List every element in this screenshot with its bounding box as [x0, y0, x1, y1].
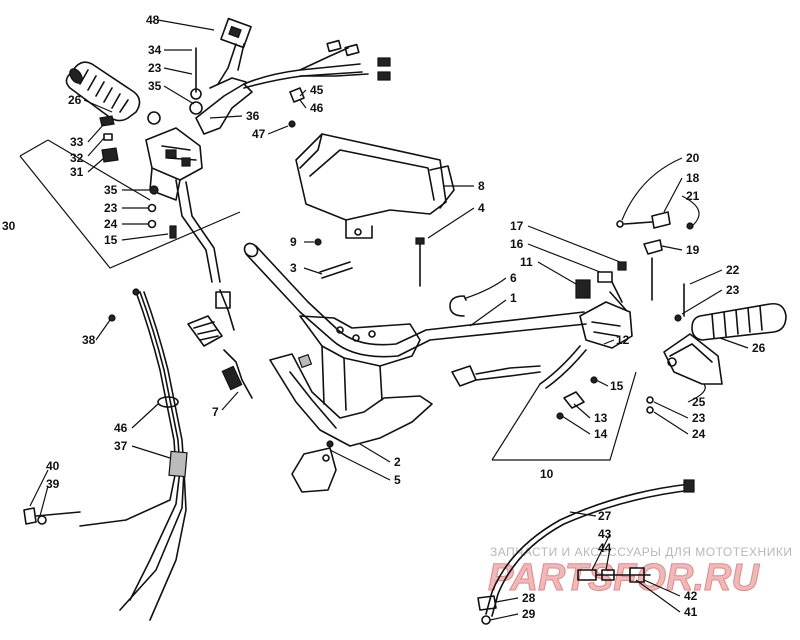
wire-harness [243, 39, 391, 128]
callout-23: 23 [148, 61, 162, 75]
callout-15: 15 [104, 233, 118, 247]
callout-28: 28 [522, 591, 536, 605]
adjuster-nuts [23, 507, 81, 525]
mounting-plate [291, 440, 337, 493]
callout-31: 31 [70, 165, 84, 179]
callout-33: 33 [70, 135, 84, 149]
circlip [449, 295, 467, 317]
callout-46: 46 [310, 101, 324, 115]
callout-47: 47 [252, 127, 266, 141]
callout-42: 42 [684, 589, 698, 603]
callout-30: 30 [2, 219, 16, 233]
callout-23c: 23 [726, 283, 740, 297]
left-control-housing [145, 127, 221, 283]
callout-18: 18 [686, 171, 700, 185]
callout-14: 14 [594, 427, 608, 441]
throttle-lever-parts [616, 211, 694, 301]
center-connector [451, 365, 541, 387]
leader-lines [19, 19, 749, 621]
callout-36: 36 [246, 109, 260, 123]
callout-9: 9 [290, 235, 297, 249]
callout-13: 13 [594, 411, 608, 425]
kill-switch-cable [187, 289, 253, 399]
callout-3: 3 [290, 261, 297, 275]
callout-11: 11 [520, 255, 533, 269]
callout-39: 39 [46, 477, 60, 491]
callout-21: 21 [686, 189, 700, 203]
callout-48: 48 [146, 13, 160, 27]
callout-24: 24 [104, 217, 118, 231]
brake-cable [477, 479, 695, 625]
callout-24b: 24 [692, 427, 706, 441]
callout-32: 32 [70, 151, 84, 165]
left-fasteners [99, 115, 177, 239]
callout-43: 43 [598, 527, 612, 541]
right-grip [691, 302, 787, 341]
instrument-housing [295, 133, 455, 239]
callout-labels: 48 34 23 35 26 36 33 32 31 35 23 24 15 3… [2, 13, 766, 621]
callout-40: 40 [46, 459, 60, 473]
callout-25: 25 [692, 395, 706, 409]
callout-1: 1 [510, 291, 517, 305]
watermark: ЗАПЧАСТИ И АКСЕССУАРЫ ДЛЯ МОТОТЕХНИКИ PA… [488, 545, 792, 600]
callout-5: 5 [394, 473, 401, 487]
callout-45: 45 [310, 83, 324, 97]
watermark-caption: ЗАПЧАСТИ И АКСЕССУАРЫ ДЛЯ МОТОТЕХНИКИ [490, 545, 792, 559]
callout-10: 10 [540, 467, 554, 481]
right-hand-guard [646, 283, 723, 414]
right-control-housing [539, 261, 633, 420]
callout-17: 17 [510, 219, 524, 233]
callout-23b: 23 [104, 201, 118, 215]
throttle-cable [79, 288, 188, 621]
callout-35b: 35 [104, 183, 118, 197]
callout-41: 41 [684, 605, 698, 619]
watermark-brand: PARTSFOR.RU [488, 557, 760, 599]
callout-12: 12 [616, 333, 630, 347]
callout-20: 20 [686, 151, 700, 165]
callout-22: 22 [726, 263, 740, 277]
callout-26b: 26 [752, 341, 766, 355]
callout-15b: 15 [610, 379, 624, 393]
center-bolts [314, 237, 425, 287]
callout-29: 29 [522, 607, 536, 621]
callout-46b: 46 [114, 421, 128, 435]
callout-38: 38 [82, 333, 96, 347]
callout-26: 26 [68, 93, 82, 107]
riser-bracket [269, 315, 433, 447]
callout-8: 8 [478, 179, 485, 193]
brake-lever-bracket [147, 17, 253, 135]
callout-19: 19 [686, 243, 700, 257]
callout-4: 4 [478, 201, 485, 215]
callout-6: 6 [510, 271, 517, 285]
callout-35: 35 [148, 79, 162, 93]
callout-27: 27 [598, 509, 612, 523]
callout-23d: 23 [692, 411, 706, 425]
callout-34: 34 [148, 43, 162, 57]
callout-37: 37 [114, 439, 128, 453]
handlebar [243, 242, 587, 358]
left-grip [65, 61, 141, 122]
callout-44: 44 [598, 541, 612, 555]
callout-7: 7 [212, 405, 219, 419]
callout-16: 16 [510, 237, 524, 251]
callout-2: 2 [394, 455, 401, 469]
parts [23, 17, 787, 625]
